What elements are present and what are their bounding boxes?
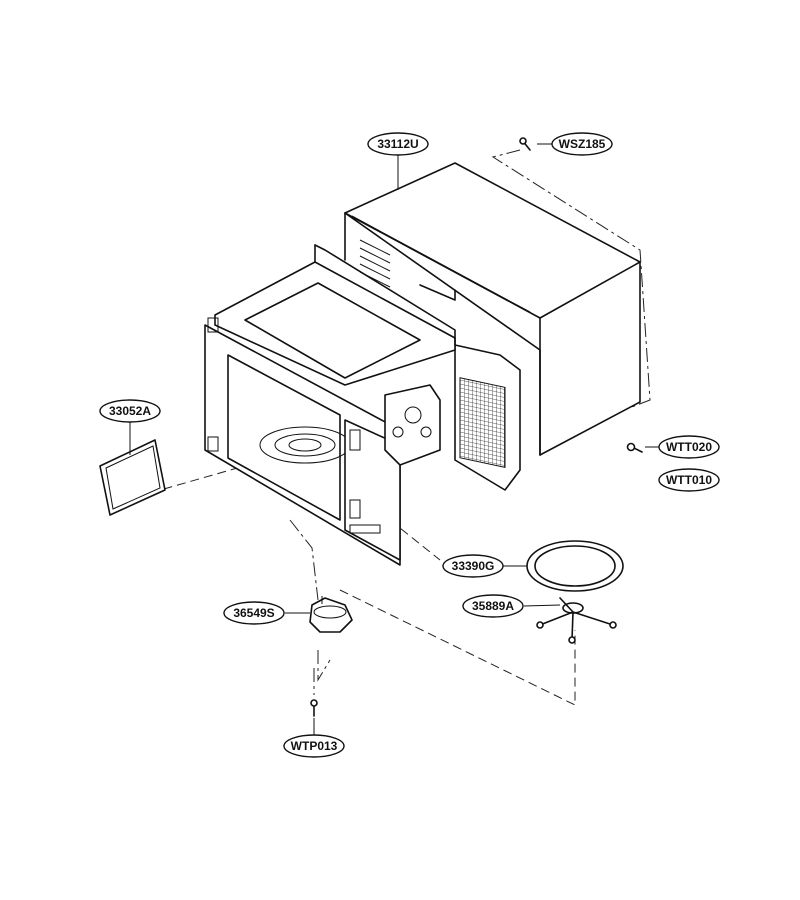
part-label-36549S: 36549S <box>223 601 285 625</box>
cover-plate <box>99 439 166 516</box>
part-label-WSZ185: WSZ185 <box>551 132 613 156</box>
part-number-text: WTT010 <box>666 473 712 487</box>
outer-case <box>344 162 641 456</box>
part-label-33052A: 33052A <box>99 399 161 423</box>
part-number-text: WSZ185 <box>559 137 606 151</box>
part-label-WTT010: WTT010 <box>658 468 720 492</box>
part-number-text: 33112U <box>377 137 418 151</box>
part-number-text: 33052A <box>109 404 151 418</box>
part-label-35889A: 35889A <box>462 594 524 618</box>
part-label-33390G: 33390G <box>442 554 504 578</box>
part-number-text: WTP013 <box>291 739 338 753</box>
turntable-motor <box>309 596 353 633</box>
roller-ring <box>536 597 617 644</box>
oven-chassis <box>204 244 521 566</box>
part-number-text: 36549S <box>233 606 274 620</box>
part-number-text: WTT020 <box>666 440 712 454</box>
part-number-text: 35889A <box>472 599 514 613</box>
part-label-33112U: 33112U <box>367 132 429 156</box>
part-label-WTT020: WTT020 <box>658 435 720 459</box>
glass-tray <box>526 540 624 592</box>
part-label-WTP013: WTP013 <box>283 734 345 758</box>
part-number-text: 33390G <box>452 559 495 573</box>
screw-icons <box>310 137 643 717</box>
leader-lines <box>129 143 659 735</box>
